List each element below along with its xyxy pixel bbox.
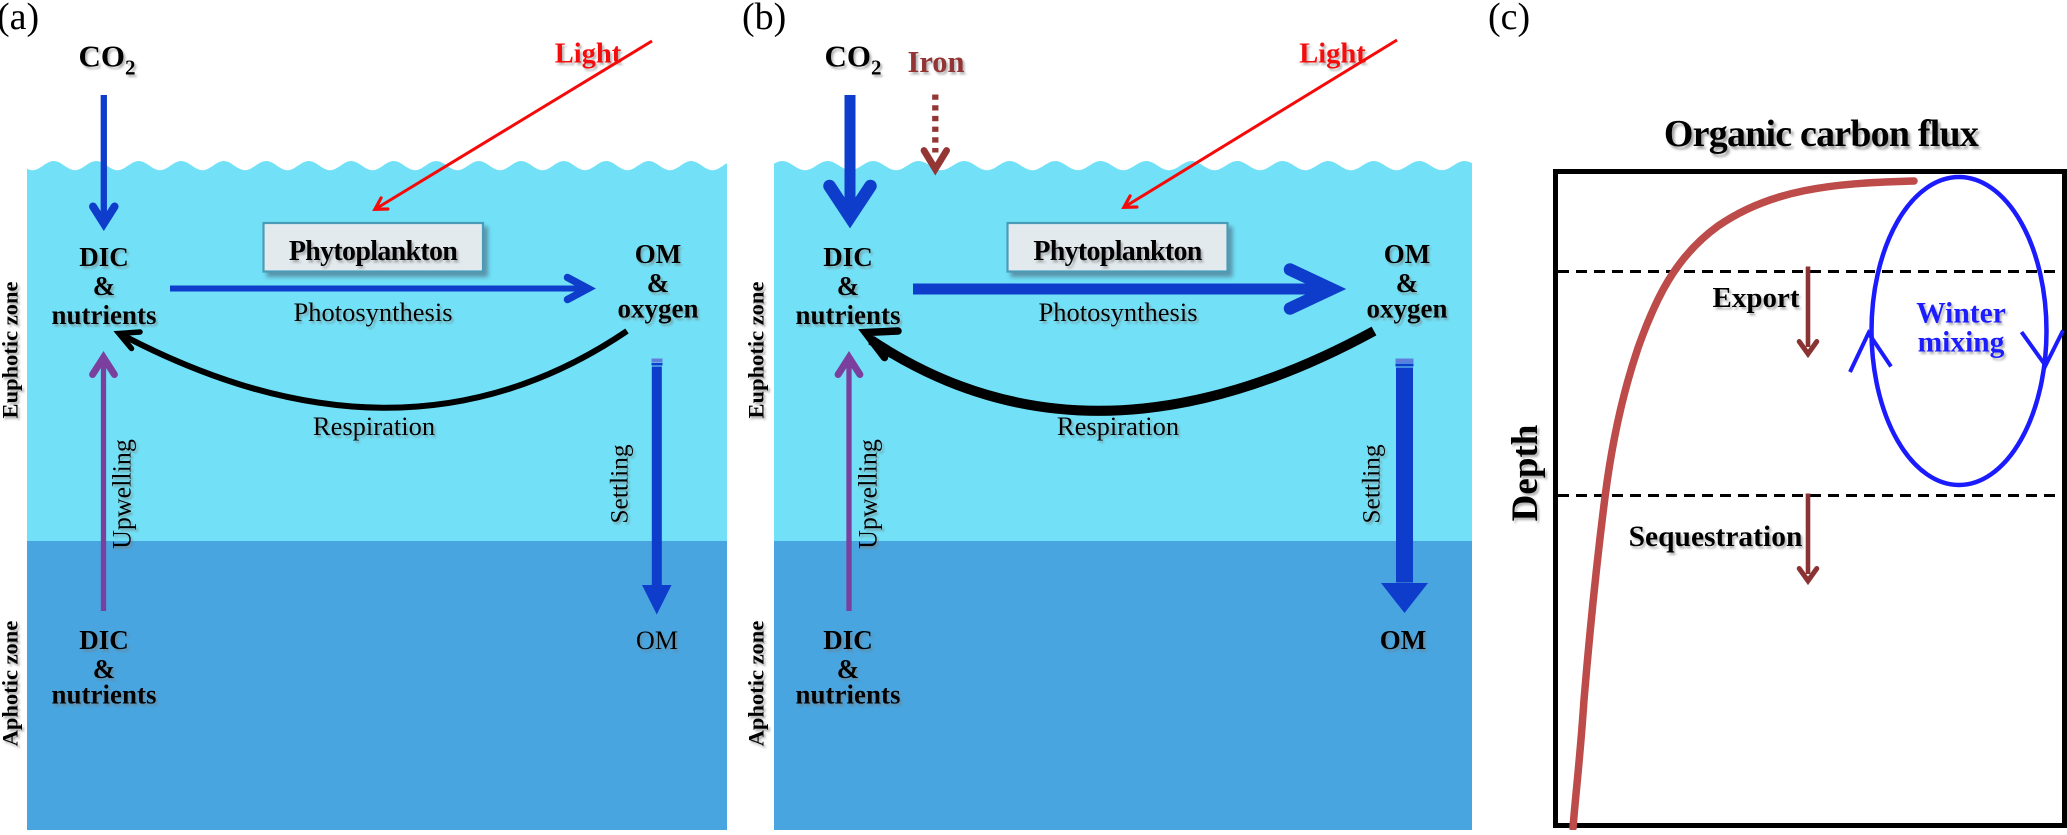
- svg-text:Winter: Winter: [1916, 298, 2006, 330]
- svg-text:Euphotic zone: Euphotic zone: [744, 282, 769, 419]
- svg-text:Aphotic zone: Aphotic zone: [744, 621, 769, 747]
- svg-text:Light: Light: [555, 39, 622, 70]
- svg-text:Aphotic zone: Aphotic zone: [0, 621, 23, 747]
- svg-text:&: &: [93, 654, 116, 684]
- svg-text:Upwelling: Upwelling: [108, 439, 137, 549]
- svg-text:Settling: Settling: [605, 444, 634, 524]
- svg-text:nutrients: nutrients: [795, 680, 900, 710]
- svg-text:mixing: mixing: [1918, 327, 2005, 359]
- svg-text:DIC: DIC: [823, 625, 873, 655]
- svg-text:nutrients: nutrients: [51, 680, 156, 710]
- svg-text:Photosynthesis: Photosynthesis: [1038, 297, 1197, 327]
- svg-text:Depth: Depth: [1505, 424, 1546, 521]
- svg-text:oxygen: oxygen: [1367, 294, 1448, 324]
- svg-text:DIC: DIC: [79, 242, 129, 272]
- svg-text:nutrients: nutrients: [51, 300, 156, 330]
- svg-text:&: &: [837, 654, 860, 684]
- svg-text:&: &: [647, 268, 670, 298]
- svg-text:DIC: DIC: [823, 242, 873, 272]
- svg-text:Respiration: Respiration: [1057, 411, 1179, 441]
- svg-text:Iron: Iron: [907, 45, 964, 79]
- svg-text:Upwelling: Upwelling: [854, 439, 883, 549]
- svg-text:Phytoplankton: Phytoplankton: [289, 236, 458, 267]
- svg-text:OM: OM: [636, 626, 678, 655]
- svg-text:Organic carbon flux: Organic carbon flux: [1664, 113, 1979, 155]
- svg-text:Phytoplankton: Phytoplankton: [1033, 236, 1202, 267]
- svg-text:Photosynthesis: Photosynthesis: [293, 297, 452, 327]
- svg-text:OM: OM: [1380, 625, 1427, 655]
- svg-text:(b): (b): [742, 0, 786, 38]
- svg-text:OM: OM: [1384, 239, 1431, 269]
- svg-text:&: &: [837, 271, 860, 301]
- svg-text:DIC: DIC: [79, 625, 129, 655]
- svg-text:OM: OM: [635, 239, 682, 269]
- svg-text:(a): (a): [0, 0, 39, 38]
- svg-text:(c): (c): [1488, 0, 1530, 38]
- svg-text:oxygen: oxygen: [618, 294, 699, 324]
- svg-text:Sequestration: Sequestration: [1629, 521, 1803, 553]
- svg-text:Settling: Settling: [1357, 444, 1386, 524]
- svg-text:&: &: [93, 271, 116, 301]
- svg-text:Euphotic zone: Euphotic zone: [0, 282, 23, 419]
- svg-text:Export: Export: [1713, 282, 1800, 314]
- svg-text:&: &: [1396, 268, 1419, 298]
- svg-text:Respiration: Respiration: [313, 411, 435, 441]
- svg-text:nutrients: nutrients: [795, 300, 900, 330]
